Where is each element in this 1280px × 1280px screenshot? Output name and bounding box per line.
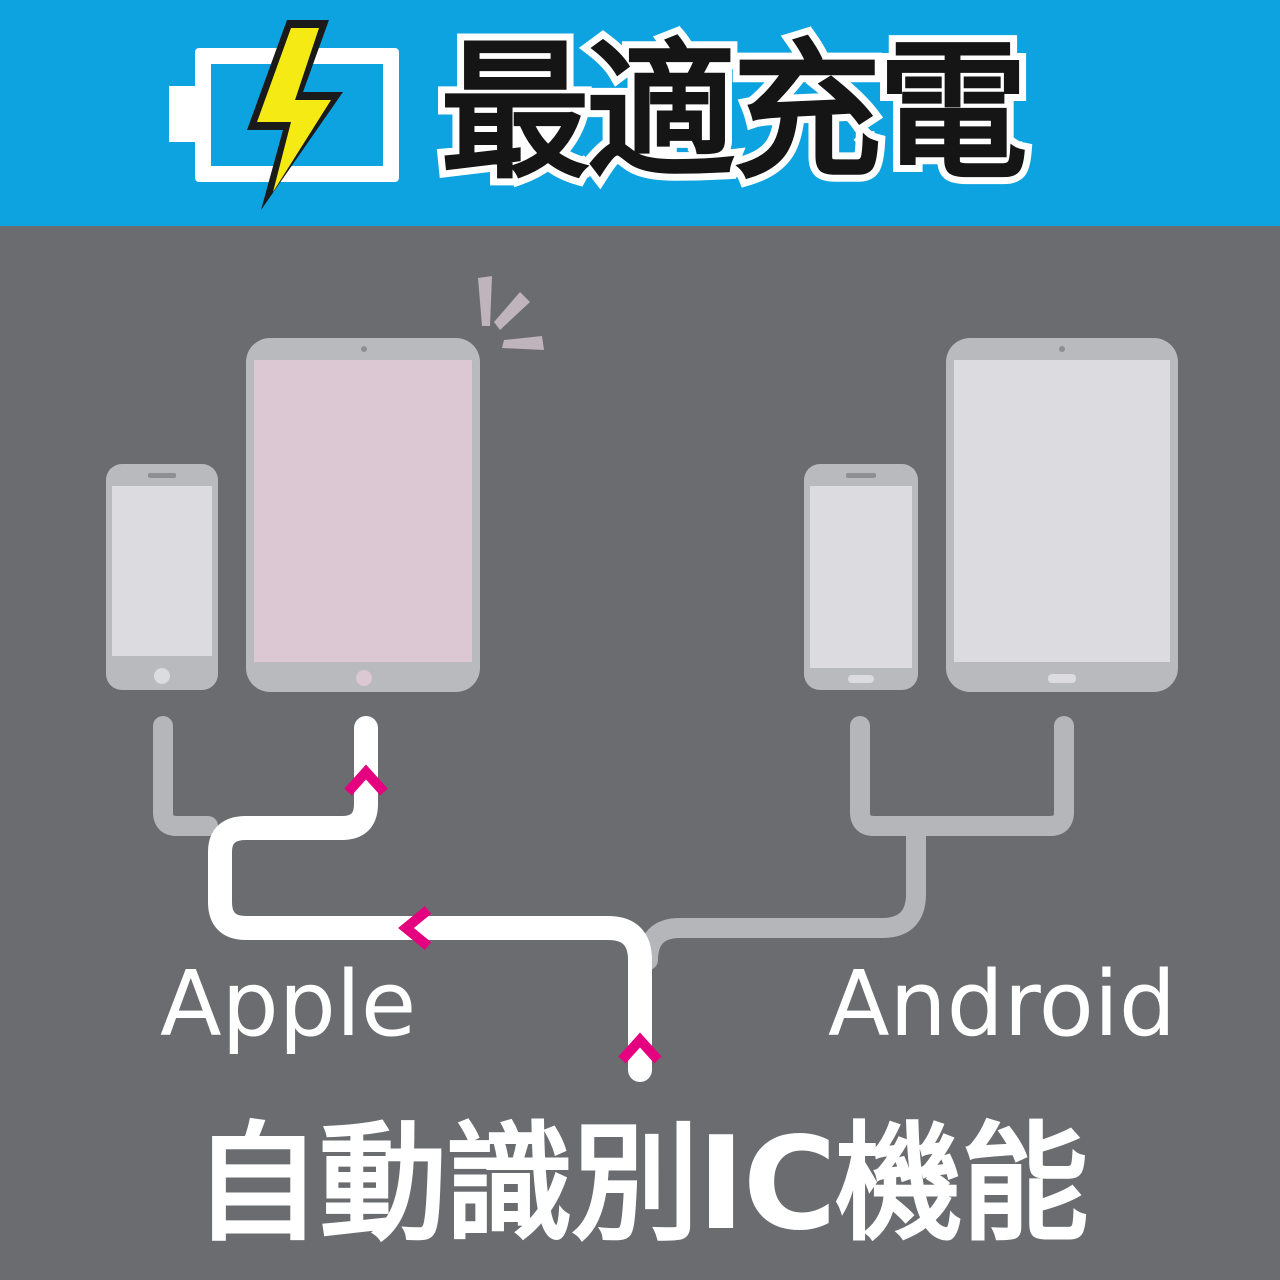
android-smartphone-icon <box>804 464 918 690</box>
apple-smartphone-icon <box>106 464 218 690</box>
inactive-cable <box>153 716 1074 970</box>
direction-arrow <box>344 764 662 1064</box>
footer-caption: 自動識別IC機能 <box>193 1110 1089 1259</box>
android-tablet-icon <box>946 338 1178 692</box>
device-diagram <box>106 276 1178 1082</box>
android-label: Android <box>828 952 1176 1057</box>
header-title: 最適充電 <box>433 19 1035 207</box>
vibration-mark <box>478 276 544 350</box>
apple-tablet-icon <box>246 338 480 692</box>
apple-label: Apple <box>160 952 417 1057</box>
battery-charging-icon <box>169 20 399 210</box>
header-banner: 最適充電 <box>0 0 1280 226</box>
active-cable <box>208 716 652 1082</box>
